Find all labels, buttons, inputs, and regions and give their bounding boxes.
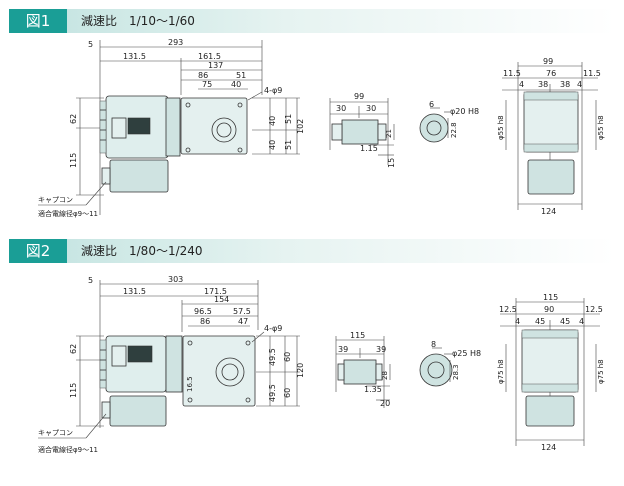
fig1-side-phi55b: φ55 h8 [597, 115, 605, 140]
figure-1-shaft-view: 99 30 30 21 1.15 15 [329, 92, 396, 168]
fig1-bore-22_8: 22.8 [450, 122, 458, 138]
fig1-d40b: 40 [268, 140, 277, 150]
fig2-side-90: 90 [544, 305, 554, 314]
fig2-shaft-28: 28 [381, 371, 389, 380]
fig1-d293: 293 [168, 38, 183, 47]
fig1-d137: 137 [208, 61, 223, 70]
fig2-shaft-115: 115 [350, 331, 365, 340]
fig1-shaft-21: 21 [385, 129, 393, 138]
fig1-shaft-30b: 30 [366, 104, 376, 113]
figure-1-front-view: 5 293 131.5 161.5 137 86 51 75 40 4-φ9 6… [38, 38, 305, 218]
fig1-side-4b: 4 [577, 80, 582, 89]
fig2-side-115: 115 [543, 293, 558, 302]
fig1-side-11_5a: 11.5 [503, 69, 521, 78]
figure-1-header-band [67, 9, 615, 33]
figure-2-front-view: 5 303 131.5 171.5 154 96.5 57.5 86 47 4-… [38, 275, 305, 454]
fig2-d131_5: 131.5 [123, 287, 146, 296]
fig2-d86: 86 [200, 317, 210, 326]
fig2-side-phi75b: φ75 h8 [597, 359, 605, 384]
fig1-wire-label: 適合電線径φ9～11 [38, 209, 98, 218]
fig1-d131_5: 131.5 [123, 52, 146, 61]
fig2-d303: 303 [168, 275, 183, 284]
fig2-shaft-39a: 39 [338, 345, 348, 354]
fig2-d47: 47 [238, 317, 248, 326]
fig2-d96_5: 96.5 [194, 307, 212, 316]
figure-2-ratio-label: 減速比 1/80～1/240 [81, 244, 203, 258]
fig2-d60a: 60 [283, 352, 292, 362]
fig2-d120: 120 [296, 363, 305, 378]
fig1-hole: 4-φ9 [264, 86, 282, 95]
fig1-d62: 62 [69, 114, 78, 124]
fig2-side-45b: 45 [560, 317, 570, 326]
fig2-shaft-1_35: 1.35 [364, 385, 382, 394]
fig2-bore-phi: φ25 H8 [452, 349, 481, 358]
fig2-side-12_5a: 12.5 [499, 305, 517, 314]
fig1-cap-label: キャプコン [38, 196, 73, 204]
fig2-side-124: 124 [541, 443, 556, 452]
figure-2-tag: 図2 [9, 239, 67, 263]
fig1-shaft-1_15: 1.15 [360, 144, 378, 153]
fig1-bore-phi: φ20 H8 [450, 107, 479, 116]
fig1-d51b: 51 [284, 140, 293, 150]
fig2-side-phi75a: φ75 h8 [497, 359, 505, 384]
fig1-bore-6: 6 [429, 100, 434, 109]
fig1-d75: 75 [202, 80, 212, 89]
fig2-side-4b: 4 [579, 317, 584, 326]
fig1-d40: 40 [231, 80, 241, 89]
fig2-side-45a: 45 [535, 317, 545, 326]
fig1-d51: 51 [236, 71, 246, 80]
fig1-d40a: 40 [268, 116, 277, 126]
fig1-d86: 86 [198, 71, 208, 80]
figure-2-header-band [67, 239, 615, 263]
fig2-d171_5: 171.5 [204, 287, 227, 296]
fig2-side-4a: 4 [515, 317, 520, 326]
fig2-side-12_5b: 12.5 [585, 305, 603, 314]
fig1-side-38b: 38 [560, 80, 570, 89]
fig2-d57_5: 57.5 [233, 307, 251, 316]
fig1-d161_5: 161.5 [198, 52, 221, 61]
fig2-d49_5a: 49.5 [268, 348, 277, 366]
fig2-d115: 115 [69, 383, 78, 398]
figure-1-side-view: 99 11.5 76 11.5 4 38 38 4 φ55 h8 φ55 h8 … [497, 57, 605, 216]
fig1-shaft-15: 15 [387, 158, 396, 168]
fig1-side-11_5b: 11.5 [583, 69, 601, 78]
figure-2-bore-view: 8 φ25 H8 28.3 [419, 340, 481, 387]
fig1-shaft-99: 99 [354, 92, 364, 101]
fig1-d102: 102 [296, 119, 305, 134]
fig2-bore-8: 8 [431, 340, 436, 349]
fig1-d5: 5 [88, 40, 93, 49]
fig1-shaft-30a: 30 [336, 104, 346, 113]
figure-2-side-view: 115 12.5 90 12.5 4 45 45 4 φ75 h8 φ75 h8… [497, 293, 605, 452]
fig1-side-76: 76 [546, 69, 556, 78]
fig2-hole: 4-φ9 [264, 324, 282, 333]
fig1-d51a: 51 [284, 114, 293, 124]
figure-1-bore-view: 6 φ20 H8 22.8 [419, 100, 479, 143]
fig1-d115: 115 [69, 153, 78, 168]
figure-1-header: 図1 減速比 1/10～1/60 [9, 9, 615, 33]
figure-1-ratio-label: 減速比 1/10～1/60 [81, 14, 195, 28]
fig2-shaft-39b: 39 [376, 345, 386, 354]
fig1-side-38a: 38 [538, 80, 548, 89]
fig1-side-4a: 4 [519, 80, 524, 89]
fig1-side-124: 124 [541, 207, 556, 216]
figure-2-shaft-view: 115 39 39 28 1.35 20 [335, 331, 391, 408]
fig1-side-99: 99 [543, 57, 553, 66]
fig2-d49_5b: 49.5 [268, 384, 277, 402]
fig2-d62: 62 [69, 344, 78, 354]
fig2-bore-28_3: 28.3 [452, 364, 460, 380]
fig1-side-phi55a: φ55 h8 [497, 115, 505, 140]
fig2-wire-label: 適合電線径φ9～11 [38, 445, 98, 454]
fig2-cap-label: キャプコン [38, 429, 73, 437]
fig2-d5: 5 [88, 276, 93, 285]
figure-2-header: 図2 減速比 1/80～1/240 [9, 239, 615, 263]
fig2-shaft-20: 20 [380, 399, 390, 408]
figure-1-tag: 図1 [9, 9, 67, 33]
fig2-d154: 154 [214, 295, 229, 304]
fig2-d60b: 60 [283, 388, 292, 398]
fig2-d16_5: 16.5 [186, 376, 194, 392]
